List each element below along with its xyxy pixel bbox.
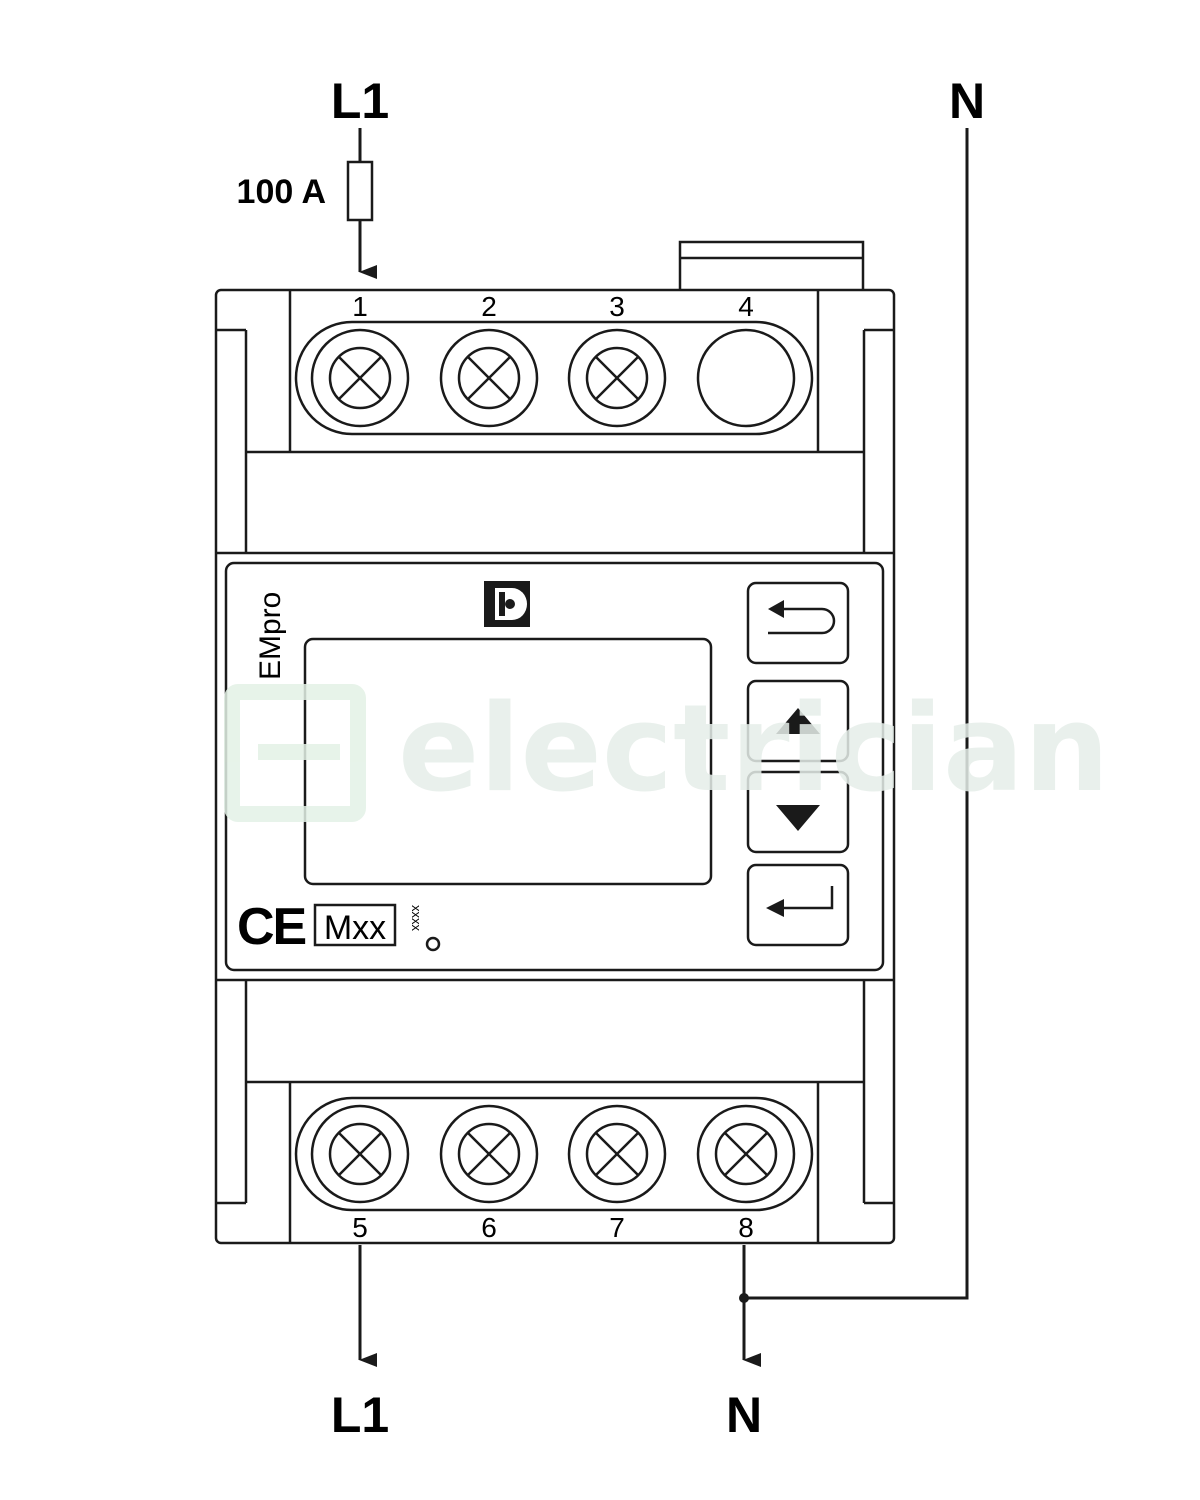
arrow-down-icon bbox=[776, 805, 820, 831]
wire-neutral-return bbox=[744, 128, 969, 1300]
lcd-display bbox=[303, 637, 713, 886]
watermark-text: electrician bbox=[398, 680, 1109, 819]
ce-mark: CE bbox=[237, 898, 306, 956]
down-button[interactable] bbox=[746, 770, 850, 854]
manufacturer-logo bbox=[484, 581, 530, 627]
terminal-label-2: 2 bbox=[481, 291, 497, 322]
bottom-terminals: 5 6 7 8 bbox=[310, 1104, 796, 1243]
terminal-1 bbox=[310, 328, 410, 428]
terminal-2 bbox=[439, 328, 539, 428]
status-led bbox=[425, 936, 441, 952]
enter-icon bbox=[766, 886, 834, 917]
housing-top-nub bbox=[678, 240, 865, 294]
top-terminal-strip bbox=[294, 320, 814, 436]
label-n-top: N bbox=[949, 73, 985, 129]
terminal-label-6: 6 bbox=[481, 1212, 497, 1243]
label-n-bottom: N bbox=[726, 1387, 762, 1443]
watermark-logo-icon bbox=[224, 684, 366, 822]
fuse-symbol bbox=[346, 160, 374, 222]
metrology-mark: Mxx bbox=[324, 909, 386, 947]
back-button[interactable] bbox=[746, 581, 850, 665]
terminal-3 bbox=[567, 328, 667, 428]
terminal-5 bbox=[310, 1104, 410, 1204]
terminal-label-4: 4 bbox=[738, 291, 754, 322]
wires bbox=[346, 128, 969, 1367]
terminal-label-8: 8 bbox=[738, 1212, 754, 1243]
arrow-up-icon bbox=[776, 708, 820, 734]
terminal-label-3: 3 bbox=[609, 291, 625, 322]
terminal-label-5: 5 bbox=[352, 1212, 368, 1243]
terminal-label-1: 1 bbox=[352, 291, 368, 322]
label-l1-bottom: L1 bbox=[331, 1387, 389, 1443]
top-terminals: 1 2 3 4 bbox=[310, 291, 796, 428]
up-button[interactable] bbox=[746, 679, 850, 763]
label-fuse-rating: 100 A bbox=[237, 173, 326, 211]
terminal-6 bbox=[439, 1104, 539, 1204]
terminal-7 bbox=[567, 1104, 667, 1204]
terminal-8 bbox=[696, 1104, 796, 1204]
metrology-mark-suffix: xxxx bbox=[409, 905, 424, 932]
terminal-label-7: 7 bbox=[609, 1212, 625, 1243]
front-panel: EMpro CE Mxx xxxx bbox=[224, 561, 885, 972]
enter-button[interactable] bbox=[746, 863, 850, 947]
label-l1-top: L1 bbox=[331, 73, 389, 129]
terminal-4 bbox=[696, 328, 796, 428]
metrology-mark-box bbox=[313, 903, 397, 947]
bottom-terminal-strip bbox=[294, 1096, 814, 1212]
brand-label: EMpro bbox=[254, 592, 287, 680]
watermark: electrician bbox=[224, 680, 1109, 822]
back-icon bbox=[768, 600, 836, 635]
